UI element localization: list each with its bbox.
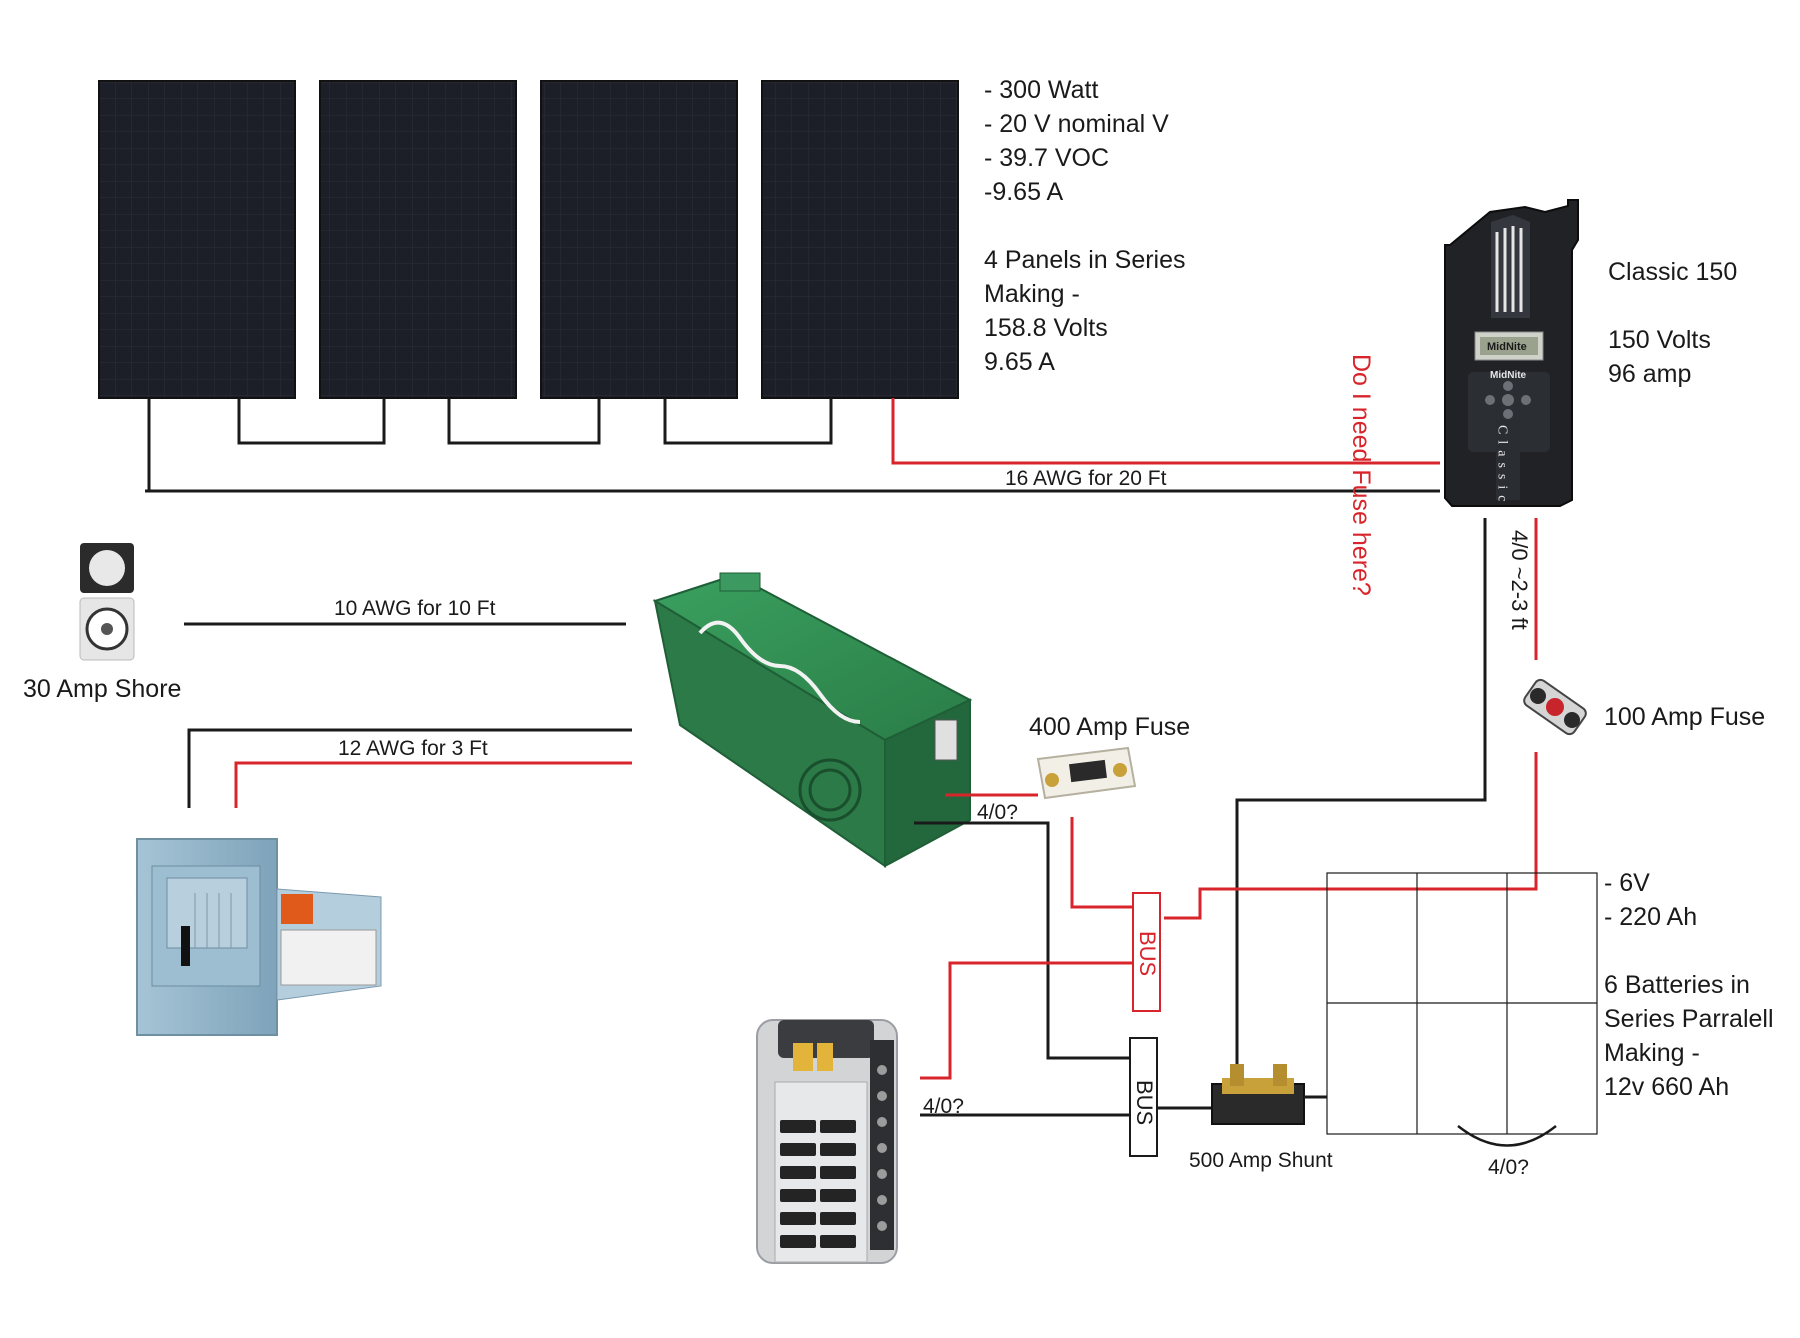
breaker-wire-label: 12 AWG for 3 Ft <box>338 737 488 760</box>
breaker-wires <box>187 728 632 808</box>
controller-vertical-text: Classic <box>1495 425 1510 507</box>
panel-spec-line: - 300 Watt <box>984 76 1099 104</box>
battery-spec-line: Series Parralell <box>1604 1005 1774 1033</box>
battery-specs: - 6V - 220 Ah 6 Batteries in Series Parr… <box>1604 866 1774 1104</box>
panel-spec-line: - 39.7 VOC <box>984 144 1110 172</box>
positive-bus-bar <box>1132 892 1161 1012</box>
panel-spec-line: 4 Panels in Series <box>984 246 1186 274</box>
panel-spec-line: 9.65 A <box>984 348 1055 376</box>
inverter-charger <box>652 572 973 868</box>
controller-volts: 150 Volts <box>1608 326 1711 354</box>
controller-fuse <box>1523 678 1587 736</box>
dc-panel-wire-label: 4/0? <box>923 1095 964 1118</box>
solar-panel-1 <box>98 80 296 399</box>
battery-spec-line: 12v 660 Ah <box>1604 1073 1730 1101</box>
bus-wires <box>920 961 1212 1117</box>
inverter-positive-wire-label: 4/0? <box>977 801 1018 824</box>
controller-name: Classic 150 <box>1608 258 1738 286</box>
controller-fuse-label: 100 Amp Fuse <box>1604 703 1766 731</box>
battery-jumper-label: 4/0? <box>1488 1156 1529 1179</box>
negative-bus-bar <box>1129 1037 1158 1157</box>
battery-spec-line: - 220 Ah <box>1604 903 1698 931</box>
panel-spec-line: -9.65 A <box>984 178 1064 206</box>
panel-spec-line <box>984 209 1186 243</box>
pv-positive-wire <box>891 398 1440 465</box>
controller-battery-wires <box>1164 518 1538 1108</box>
shunt <box>1211 1064 1305 1125</box>
panel-spec-line: 158.8 Volts <box>984 314 1108 342</box>
shunt-label: 500 Amp Shunt <box>1189 1149 1333 1172</box>
panel-series-wiring <box>145 398 1440 493</box>
inverter-dc-wires <box>914 793 1133 1060</box>
battery-spec-line: - 6V <box>1604 869 1650 897</box>
charge-controller <box>1444 199 1579 507</box>
shore-wire-label: 10 AWG for 10 Ft <box>334 597 496 620</box>
controller-battery-wire-label: 4/0 ~2-3 ft <box>1507 530 1532 630</box>
battery-bank <box>1326 872 1598 1135</box>
shore-label: 30 Amp Shore <box>23 675 182 703</box>
controller-brand-2: MidNite <box>1490 370 1527 381</box>
breaker-box <box>136 838 382 1036</box>
shore-power-inlet <box>79 543 135 661</box>
inverter-fuse-label: 400 Amp Fuse <box>1029 713 1191 741</box>
solar-panel-3 <box>540 80 738 399</box>
positive-bus-label: BUS <box>1135 931 1160 977</box>
battery-jumper <box>1457 1125 1557 1147</box>
inverter-fuse <box>1036 746 1137 800</box>
fuse-question: Do I need Fuse here? <box>1347 354 1375 596</box>
dc-fuse-panel <box>756 1019 898 1264</box>
battery-spec-line: 6 Batteries in <box>1604 971 1750 999</box>
panel-spec-line: - 20 V nominal V <box>984 110 1169 138</box>
pv-wire-label: 16 AWG for 20 Ft <box>1005 467 1167 490</box>
solar-panel-4 <box>761 80 959 399</box>
controller-specs: Classic 150 150 Volts 96 amp <box>1608 255 1737 391</box>
battery-spec-line <box>1604 934 1774 968</box>
controller-brand: MidNite <box>1487 341 1527 353</box>
panel-spec-line: Making - <box>984 280 1080 308</box>
solar-panel-2 <box>319 80 517 399</box>
negative-bus-label: BUS <box>1132 1080 1157 1126</box>
panel-specs: - 300 Watt - 20 V nominal V - 39.7 VOC -… <box>984 73 1186 379</box>
battery-spec-line: Making - <box>1604 1039 1700 1067</box>
controller-amps: 96 amp <box>1608 360 1692 388</box>
